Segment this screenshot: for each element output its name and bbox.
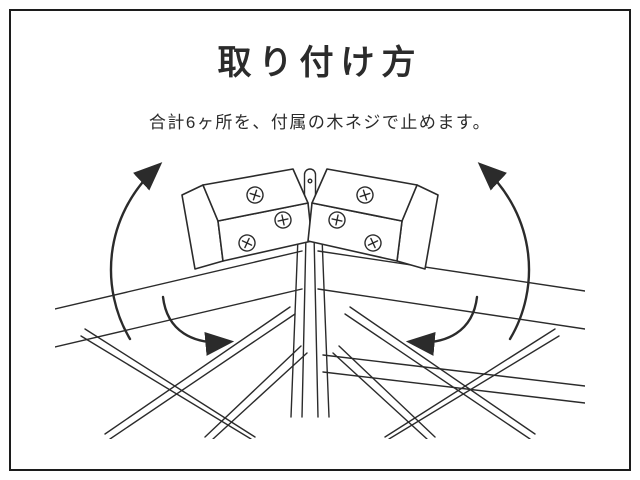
rotate-in-arrow-icon-right <box>405 295 479 356</box>
installation-diagram <box>54 139 586 440</box>
installation-illustration <box>54 162 586 440</box>
page-border <box>9 9 631 471</box>
left-bracket <box>181 168 313 270</box>
rotation-arrows <box>109 162 531 356</box>
right-bracket <box>307 168 439 270</box>
rotate-in-arrow-icon-left <box>161 295 235 356</box>
rotate-up-arrow-icon-right <box>477 162 531 341</box>
page-content: 取り付け方 合計6ヶ所を、付属の木ネジで止めます。 <box>11 11 629 469</box>
wood-frame <box>54 250 586 440</box>
page-title: 取り付け方 <box>217 44 423 82</box>
hinge-dot-top <box>307 178 313 184</box>
rotate-up-arrow-icon-left <box>109 162 163 341</box>
instruction-text: 合計6ヶ所を、付属の木ネジで止めます。 <box>148 113 492 132</box>
